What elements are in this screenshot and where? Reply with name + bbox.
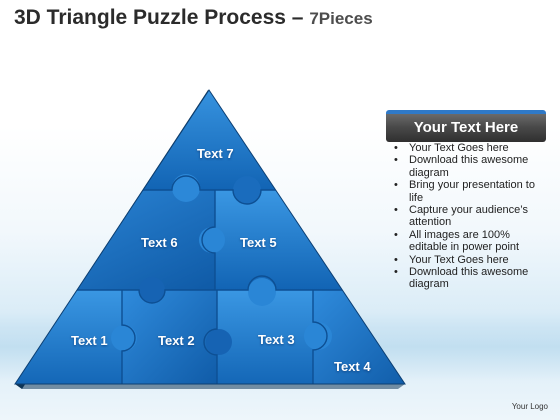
tab-7-6 xyxy=(172,174,200,202)
puzzle-seams xyxy=(15,175,405,384)
bullet-list: Your Text Goes here Download this awesom… xyxy=(380,142,550,291)
tab-3-4 xyxy=(304,322,332,350)
blank-7-5 xyxy=(233,176,261,204)
list-item: Download this awesome diagram xyxy=(380,266,550,291)
pyramid-outline xyxy=(14,89,406,385)
blank-6-2 xyxy=(139,277,165,303)
piece-label-2: Text 2 xyxy=(158,333,195,348)
piece-label-4: Text 4 xyxy=(334,359,371,374)
piece-label-6: Text 6 xyxy=(141,235,178,250)
list-item: Your Text Goes here xyxy=(380,254,550,267)
panel-header: Your Text Here xyxy=(386,110,546,142)
puzzle-piece-7 xyxy=(15,90,405,190)
tab-1-2 xyxy=(111,325,137,351)
list-item: Bring your presentation to life xyxy=(380,179,550,204)
pyramid-base-shadow xyxy=(15,384,405,389)
footer-logo: Your Logo xyxy=(511,402,548,411)
list-item: Capture your audience’s attention xyxy=(380,204,550,229)
piece-label-5: Text 5 xyxy=(240,235,277,250)
puzzle-piece-2 xyxy=(122,290,217,384)
puzzle-piece-6 xyxy=(15,190,215,290)
list-item: Download this awesome diagram xyxy=(380,154,550,179)
piece-label-7: Text 7 xyxy=(197,146,234,161)
list-item: All images are 100% editable in power po… xyxy=(380,229,550,254)
piece-label-3: Text 3 xyxy=(258,332,295,347)
list-item: Your Text Goes here xyxy=(380,142,550,155)
tab-5-3 xyxy=(248,278,276,306)
title-subtitle: 7Pieces xyxy=(309,9,373,28)
tab-6-5 xyxy=(199,227,225,253)
piece-label-1: Text 1 xyxy=(71,333,108,348)
title-main: 3D Triangle Puzzle Process – xyxy=(14,6,304,29)
page-title: 3D Triangle Puzzle Process – 7Pieces xyxy=(14,6,373,30)
blank-2-3 xyxy=(206,329,232,355)
